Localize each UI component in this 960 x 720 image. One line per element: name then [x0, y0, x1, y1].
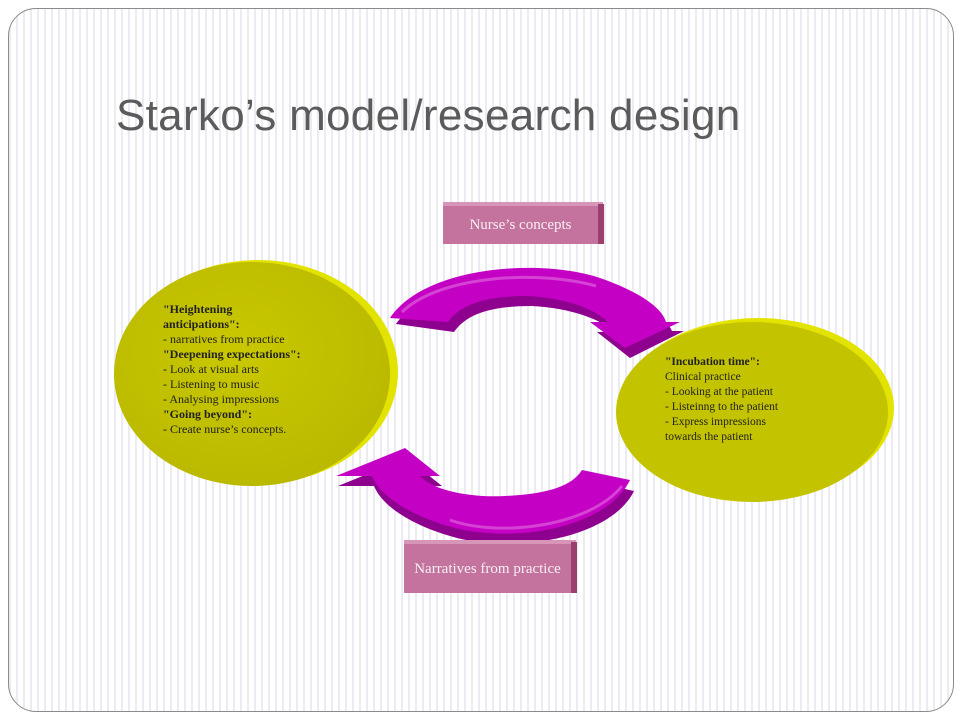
left-line: - Look at visual arts: [163, 362, 259, 376]
right-circle-text: "Incubation time": Clinical practice - L…: [665, 355, 778, 445]
left-line: "Deepening expectations":: [163, 347, 301, 361]
arrow-top: [390, 267, 684, 358]
left-line: - Analysing impressions: [163, 392, 279, 406]
box-narratives-from-practice: Narratives from practice: [404, 544, 571, 593]
right-line: "Incubation time":: [665, 356, 760, 368]
box-bottom-side: [571, 542, 577, 593]
right-line: - Looking at the patient: [665, 386, 773, 398]
left-circle-text: "Heightening anticipations": - narrative…: [163, 302, 301, 437]
arrow-bottom: [336, 448, 634, 544]
left-line: - Create nurse’s concepts.: [163, 422, 287, 436]
right-line: Clinical practice: [665, 371, 741, 383]
circle-right: [616, 318, 894, 502]
right-line: - Express impressions: [665, 416, 766, 428]
circle-left: [114, 260, 398, 486]
box-bottom-lip: [404, 540, 576, 545]
box-top-side: [598, 204, 604, 244]
slide-title: Starko’s model/research design: [116, 91, 741, 140]
left-line: - narratives from practice: [163, 332, 285, 346]
right-line: towards the patient: [665, 431, 753, 443]
left-line: - Listening to music: [163, 377, 260, 391]
box-nurses-concepts: Nurse’s concepts: [443, 206, 598, 244]
left-line: "Going beyond":: [163, 407, 253, 421]
right-line: - Listeinng to the patient: [665, 401, 779, 413]
left-line: "Heightening: [163, 302, 233, 316]
left-line: anticipations":: [163, 317, 240, 331]
box-top-lip: [443, 202, 603, 207]
